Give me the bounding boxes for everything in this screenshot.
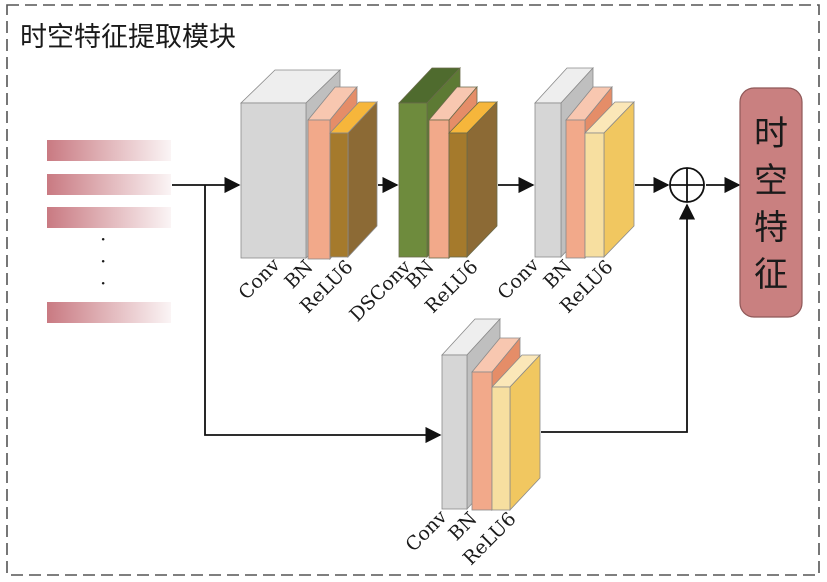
block2: [398, 66, 498, 260]
connectors: [172, 176, 741, 444]
block4-bn-front: [471, 371, 493, 511]
block3-bn-front: [565, 119, 586, 259]
block3: [534, 66, 635, 260]
output-char-2: 空: [754, 161, 788, 201]
block3-conv-label: Conv: [493, 254, 543, 304]
block1-relu-front: [329, 132, 349, 258]
output-box: [739, 87, 803, 318]
add-node-icon: [669, 167, 705, 203]
module-border: [6, 4, 820, 576]
block1: [240, 69, 378, 261]
input-bar: [47, 207, 171, 228]
block2-bn-label: BN: [401, 256, 438, 293]
input-features: · · ·: [47, 140, 171, 323]
block1-conv-label: Conv: [234, 254, 284, 304]
block3-relu-front: [584, 132, 605, 258]
block4: [441, 317, 541, 512]
input-bar: [47, 174, 171, 195]
block2-relu-front: [448, 132, 468, 258]
ellipsis-dot: ·: [100, 271, 106, 295]
block4-relu-front: [491, 386, 511, 511]
block1-conv-front: [240, 102, 307, 259]
block2-conv-label: DSConv: [345, 256, 415, 326]
output-char-4: 征: [754, 255, 788, 295]
ellipsis-dot: ·: [100, 227, 106, 251]
block1-bn-front: [307, 119, 331, 260]
block3-conv-front: [534, 102, 562, 258]
block4-conv-front: [441, 354, 468, 510]
module-title: 时空特征提取模块: [20, 22, 236, 53]
ellipsis-dot: ·: [100, 249, 106, 273]
input-bar: [47, 140, 171, 161]
block2-bn-front: [428, 119, 450, 259]
block4-conv-label: Conv: [401, 506, 451, 556]
input-bar: [47, 302, 171, 323]
skip-branch-line: [204, 185, 442, 444]
output-char-3: 特: [754, 208, 788, 248]
output-char-1: 时: [754, 114, 788, 154]
block2-conv-front: [398, 102, 428, 258]
branch-to-add-line: [541, 203, 696, 433]
